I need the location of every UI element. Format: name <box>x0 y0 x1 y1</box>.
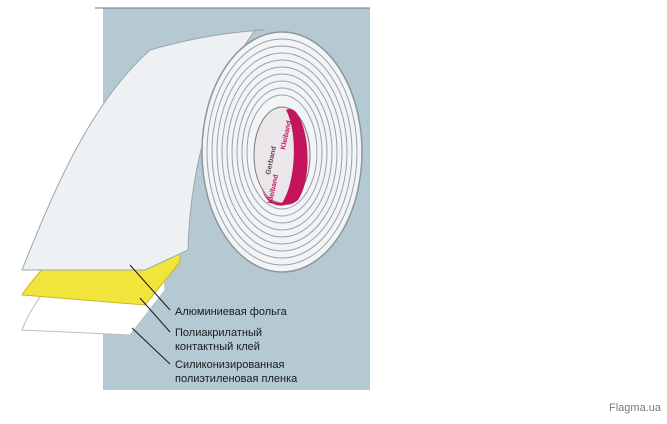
leader-lines <box>129 264 171 365</box>
core-accent-sweep <box>262 190 296 206</box>
label-adhesive-line1: Полиакрилатный <box>175 327 262 339</box>
label-foil: Алюминиевая фольга <box>175 306 288 318</box>
label-liner-line2: полиэтиленовая пленка <box>175 373 298 385</box>
tape-roll: Gerband Kleiband Kleiband <box>201 31 363 273</box>
leader-foil <box>129 264 171 311</box>
label-adhesive-line2: контактный клей <box>175 341 260 353</box>
core-accent-band <box>282 108 308 205</box>
leader-liner <box>131 327 171 365</box>
leader-adhesive <box>139 297 171 333</box>
roll-wraps <box>206 38 358 266</box>
label-liner-line1: Силиконизированная <box>175 359 284 371</box>
watermark: Flagma.ua <box>609 402 661 414</box>
